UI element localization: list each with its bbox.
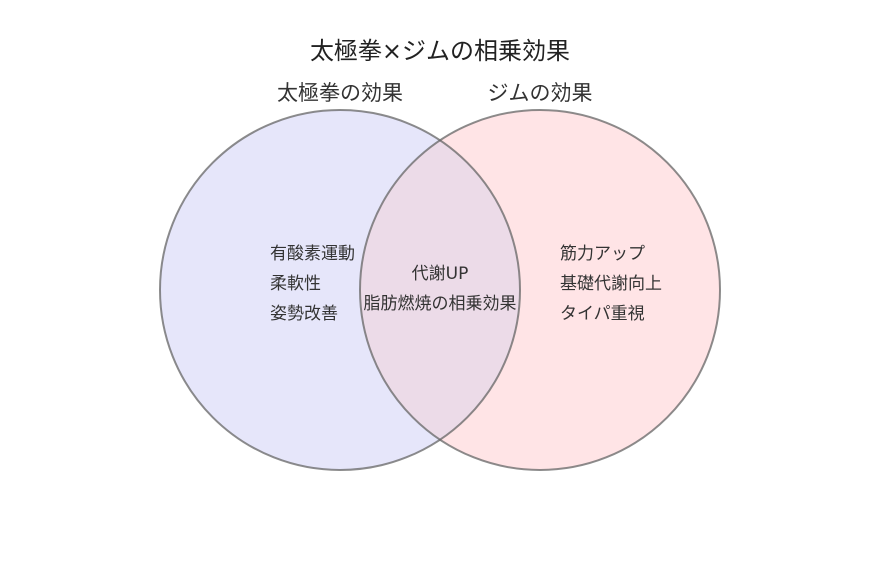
- taichi-item-aerobic: 有酸素運動: [270, 244, 355, 264]
- intersection-region: [360, 110, 520, 470]
- taichi-item-posture: 姿勢改善: [270, 304, 338, 324]
- intersection-item-fat-burn: 脂肪燃焼の相乗効果: [364, 294, 517, 314]
- gym-item-time-efficiency: タイパ重視: [560, 304, 645, 324]
- intersection-item-metabolism: 代謝UP: [412, 264, 469, 284]
- taichi-circle-outline: [159, 109, 521, 471]
- taichi-item-flexibility: 柔軟性: [270, 274, 321, 294]
- gym-circle-outline: [359, 109, 721, 471]
- gym-item-strength: 筋力アップ: [560, 244, 645, 264]
- set-title-gym: ジムの効果: [488, 81, 593, 105]
- diagram-title: 太極拳×ジムの相乗効果: [310, 37, 570, 65]
- set-title-taichi: 太極拳の効果: [277, 81, 403, 105]
- gym-item-basal-metabolism: 基礎代謝向上: [560, 274, 662, 294]
